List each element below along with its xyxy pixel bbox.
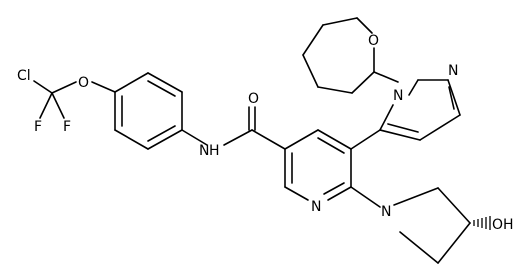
atom-labels: Cl F F O N H O N N N O N OH [17,33,514,233]
atom-ether-oxygen: O [78,75,89,91]
atom-pyrazole-nitrogen-2: N [448,63,458,79]
atom-amide-hydrogen: H [209,143,220,159]
atom-pyran-oxygen: O [368,33,379,49]
atom-chlorine: Cl [17,68,31,84]
atom-carbonyl-oxygen: O [248,91,259,107]
atom-pyridine-nitrogen: N [311,199,321,215]
atom-pyrazole-nitrogen-1: N [393,88,403,104]
atom-fluorine-2: F [63,119,71,135]
atom-hydroxyl: OH [492,217,514,233]
atom-amide-nitrogen: N [199,143,209,159]
bond-lines [33,17,471,264]
atom-pyrrolidine-nitrogen: N [381,204,391,220]
atom-fluorine-1: F [34,119,42,135]
stereo-hash-bond [473,216,491,230]
